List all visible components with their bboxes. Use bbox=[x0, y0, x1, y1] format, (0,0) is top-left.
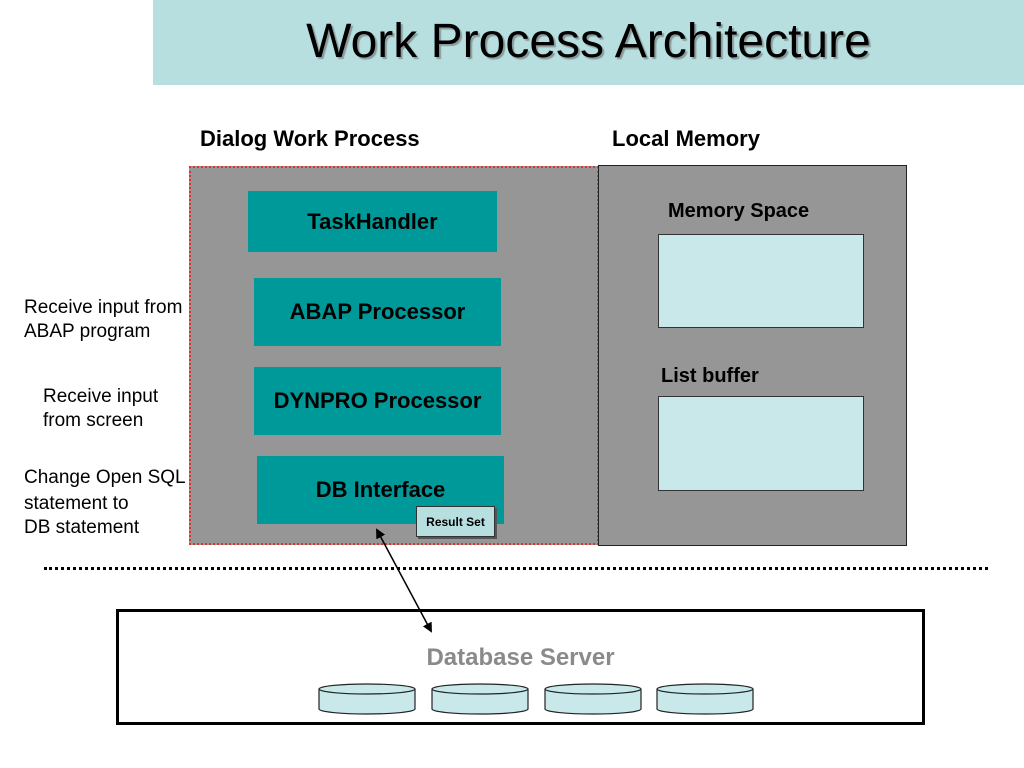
memory-space-label: Memory Space bbox=[668, 200, 810, 222]
db-connection-arrow bbox=[376, 528, 432, 633]
local-memory-heading: Local Memory bbox=[612, 126, 760, 151]
taskhandler-box: TaskHandler bbox=[248, 191, 497, 252]
db-interface-box: DB Interface bbox=[257, 456, 504, 524]
page-title: Work Process Architecture bbox=[306, 15, 871, 68]
abap-processor-box: ABAP Processor bbox=[254, 278, 501, 346]
memory-space-box bbox=[658, 234, 864, 328]
sql-note-line2: statement to bbox=[24, 493, 129, 514]
title-banner bbox=[153, 0, 1024, 85]
list-buffer-box bbox=[658, 396, 864, 491]
database-cylinder-icon bbox=[544, 683, 642, 715]
database-cylinder-icon bbox=[656, 683, 754, 715]
screen-note-line2: from screen bbox=[43, 410, 144, 431]
sql-note-line1: Change Open SQL bbox=[24, 467, 186, 488]
database-cylinder-icon bbox=[318, 683, 416, 715]
dialog-work-process-heading: Dialog Work Process bbox=[200, 126, 420, 151]
dotted-separator bbox=[44, 567, 988, 570]
abap-note-line1: Receive input from bbox=[24, 297, 183, 318]
database-server-label: Database Server bbox=[426, 644, 615, 671]
database-cylinder-icon bbox=[431, 683, 529, 715]
list-buffer-label: List buffer bbox=[661, 365, 759, 387]
dynpro-processor-box: DYNPRO Processor bbox=[254, 367, 501, 435]
screen-note-line1: Receive input bbox=[43, 386, 159, 407]
abap-note-line2: ABAP program bbox=[24, 321, 151, 342]
sql-note-line3: DB statement bbox=[24, 517, 140, 538]
